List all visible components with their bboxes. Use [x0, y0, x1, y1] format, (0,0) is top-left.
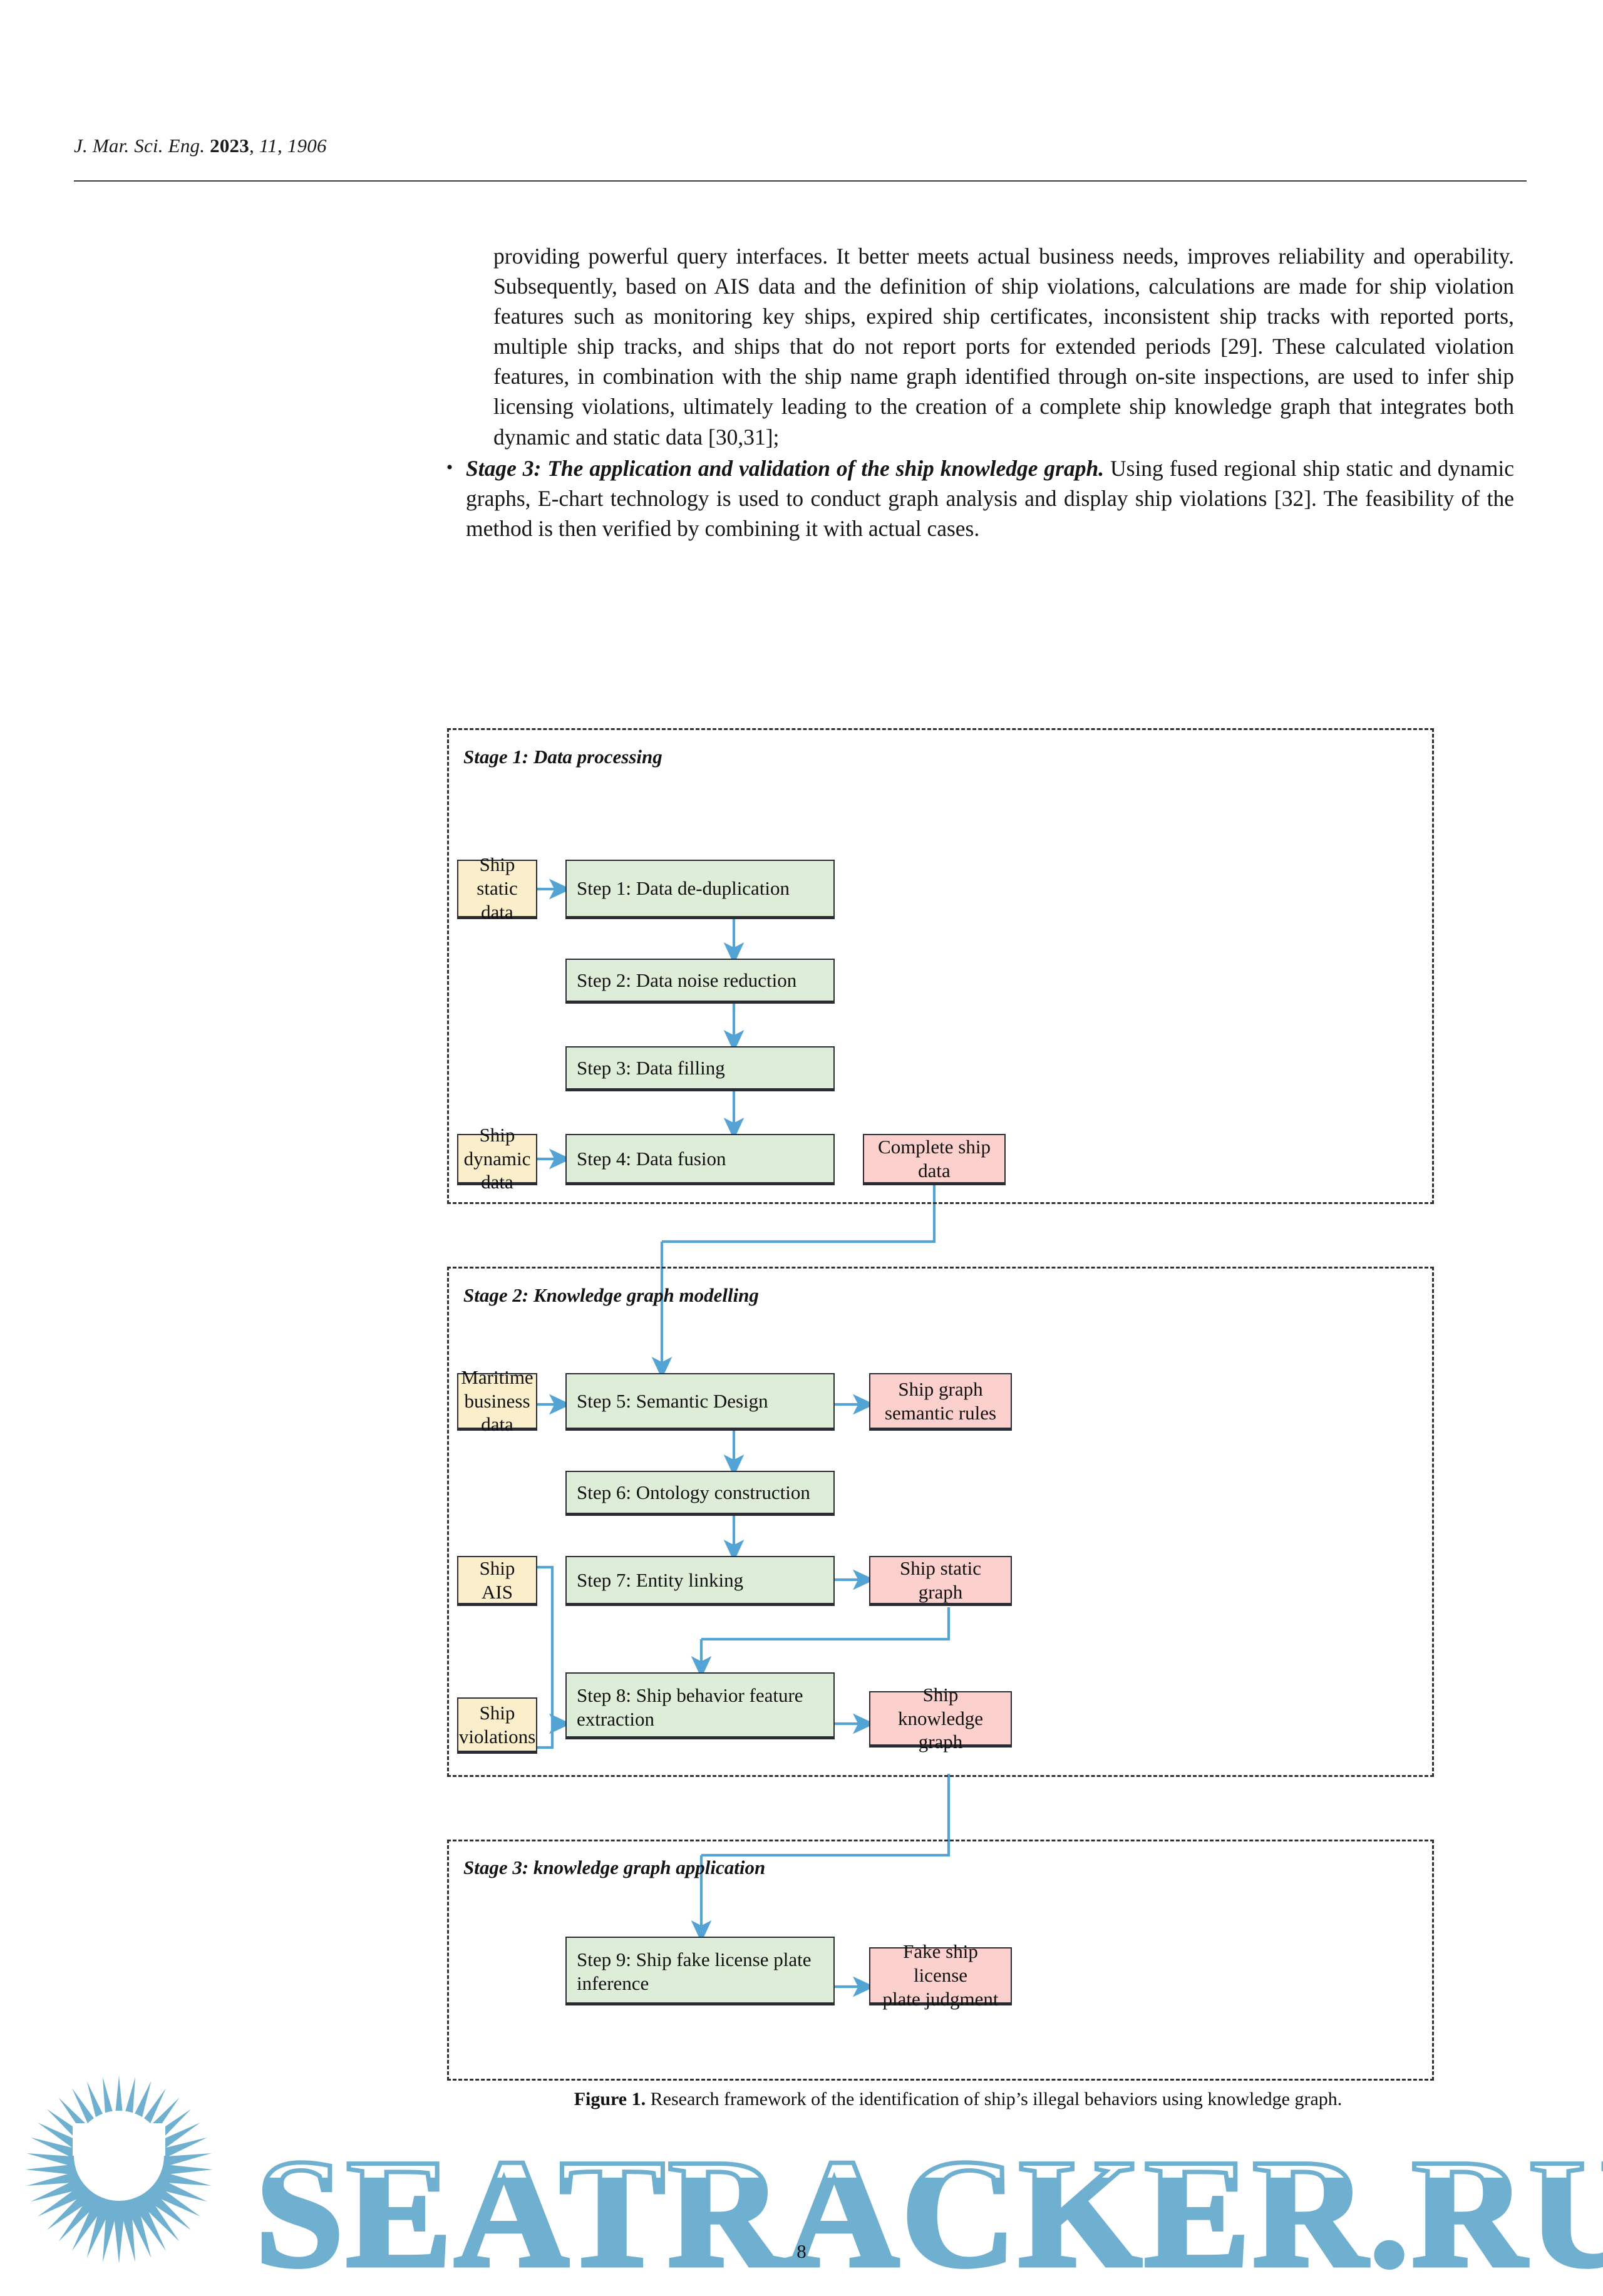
running-head: J. Mar. Sci. Eng. 2023, 11, 1906 — [74, 135, 327, 157]
node-label: Step 4: Data fusion — [577, 1147, 726, 1170]
node-step-2: Step 2: Data noise reduction — [565, 959, 835, 1004]
running-head-journal: J. Mar. Sci. Eng. — [74, 135, 205, 157]
node-label: Step 6: Ontology construction — [577, 1481, 810, 1503]
node-label: Step 2: Data noise reduction — [577, 969, 797, 991]
node-label: Ship static data — [477, 853, 518, 923]
bullet-item-stage3: • Stage 3: The application and validatio… — [446, 453, 1514, 543]
node-label: Ship knowledge graph — [897, 1683, 984, 1753]
node-label: Complete ship data — [878, 1135, 991, 1181]
node-label: Ship dynamic data — [463, 1123, 531, 1193]
bullet-text: Stage 3: The application and validation … — [466, 453, 1514, 543]
node-step-9: Step 9: Ship fake license plate inferenc… — [565, 1937, 835, 2005]
node-label: Ship violations — [458, 1701, 536, 1748]
node-complete-ship-data: Complete ship data — [863, 1134, 1006, 1185]
figure-1: Stage 1: Data processing Ship static dat… — [438, 728, 1440, 2081]
node-fake-ship-license-plate-judgment: Fake ship license plate judgment — [869, 1940, 1012, 2010]
node-label: Ship static graph — [899, 1557, 982, 1603]
stage-3-label: Stage 3: knowledge graph application — [463, 1856, 766, 1878]
node-step-4: Step 4: Data fusion — [565, 1134, 835, 1185]
node-step-1: Step 1: Data de-duplication — [565, 860, 835, 919]
node-step-7: Step 7: Entity linking — [565, 1556, 835, 1606]
running-head-year: 2023 — [210, 135, 249, 157]
node-ship-dynamic-data: Ship dynamic data — [457, 1124, 537, 1193]
bullet-marker: • — [446, 456, 453, 478]
node-ship-graph-semantic-rules: Ship graph semantic rules — [869, 1373, 1012, 1431]
body-text: providing powerful query interfaces. It … — [446, 241, 1514, 543]
body-paragraph: providing powerful query interfaces. It … — [493, 244, 1514, 450]
stage-1-container — [447, 728, 1434, 1204]
node-ship-static-graph: Ship static graph — [869, 1556, 1012, 1606]
sunburst-icon — [25, 2076, 213, 2263]
node-label: Step 7: Entity linking — [577, 1568, 744, 1591]
node-label: Step 1: Data de-duplication — [577, 877, 790, 900]
node-label: Step 9: Ship fake license plate inferenc… — [577, 1949, 812, 1994]
figure-caption-label: Figure 1. — [574, 2089, 646, 2109]
page-number: 8 — [796, 2240, 807, 2262]
node-step-6: Step 6: Ontology construction — [565, 1471, 835, 1516]
figure-caption-text: Research framework of the identification… — [646, 2089, 1343, 2109]
stage-3-container — [447, 1840, 1434, 2081]
stage-2-container — [447, 1267, 1434, 1777]
header-rule — [74, 180, 1527, 182]
figure-caption: Figure 1. Research framework of the iden… — [426, 2087, 1490, 2111]
node-label: Ship AIS — [479, 1557, 515, 1603]
node-ship-static-data: Ship static data — [457, 853, 537, 923]
node-label: Step 5: Semantic Design — [577, 1389, 768, 1412]
node-step-3: Step 3: Data filling — [565, 1046, 835, 1091]
node-step-5: Step 5: Semantic Design — [565, 1373, 835, 1431]
node-label: Step 3: Data filling — [577, 1056, 725, 1079]
stage-1-label: Stage 1: Data processing — [463, 746, 662, 768]
running-head-article: 1906 — [287, 135, 327, 157]
node-ship-knowledge-graph: Ship knowledge graph — [869, 1684, 1012, 1753]
running-head-volume: 11 — [259, 135, 277, 157]
stage-2-label: Stage 2: Knowledge graph modelling — [463, 1284, 759, 1306]
node-label: Ship graph semantic rules — [884, 1377, 997, 1424]
node-ship-ais: Ship AIS — [457, 1556, 537, 1606]
node-label: Fake ship license plate judgment — [882, 1940, 999, 2010]
bullet-rest: Using fused regional ship static and dyn… — [466, 455, 1514, 541]
node-label: Maritime business data — [461, 1366, 533, 1436]
bullet-lead: Stage 3: The application and validation … — [466, 455, 1105, 481]
node-ship-violations: Ship violations — [457, 1697, 537, 1754]
node-step-8: Step 8: Ship behavior feature extraction — [565, 1672, 835, 1739]
node-label: Step 8: Ship behavior feature extraction — [577, 1684, 803, 1730]
node-maritime-business-data: Maritime business data — [457, 1366, 537, 1435]
